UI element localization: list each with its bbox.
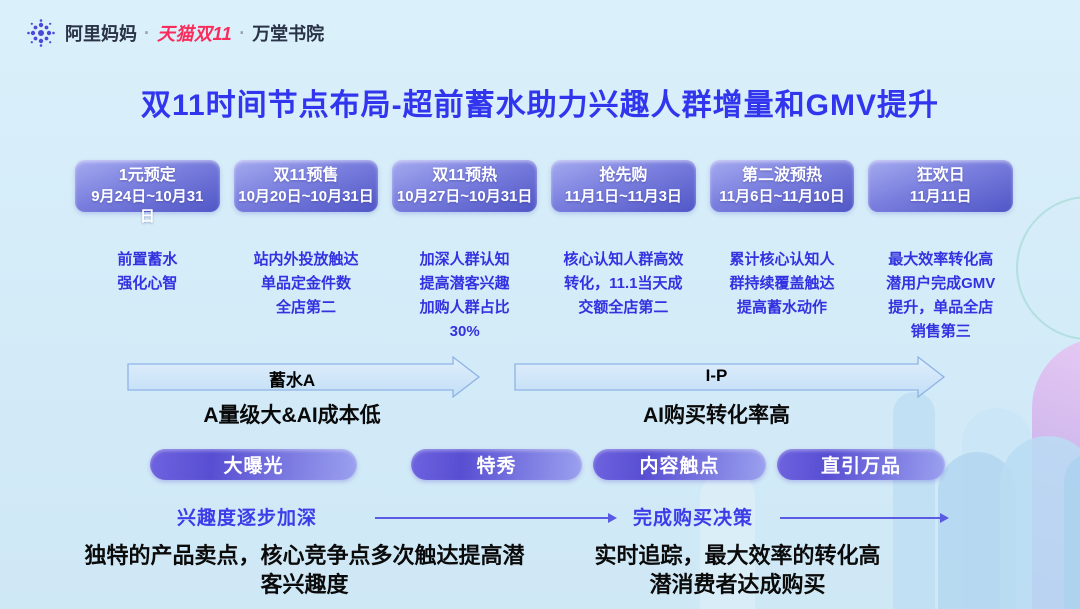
separator-dot: · [144, 22, 150, 43]
phase-box-warmup: 双11预热 10月27日~10月31日 [392, 160, 538, 212]
flow-arrow-line [375, 513, 617, 523]
decor-circle-outline [1016, 196, 1080, 340]
phase-description: 加深人群认知 提高潜客兴趣 加购人群占比 30% [419, 251, 510, 340]
decor-blue-pillar [1064, 452, 1080, 609]
phase-name: 1元预定 [118, 167, 176, 184]
stage-arrow-label: 蓄水A [268, 371, 316, 390]
pill-direct-goods: 直引万品 [777, 449, 945, 480]
footnote-left: 独特的产品卖点，核心竞争点多次触达提高潜 客兴趣度 [84, 543, 525, 598]
alimama-burst-icon [27, 19, 55, 47]
phase-dates: 11月11日 [909, 187, 972, 205]
stage-arrow-ip: I-P [514, 356, 946, 398]
phase-description: 最大效率转化高 潜用户完成GMV 提升，单品全店 销售第三 [886, 251, 996, 340]
academy-name: 万堂书院 [252, 24, 325, 44]
phase-box-carnival-day: 狂欢日 11月11日 [868, 160, 1014, 212]
separator-dot: · [239, 22, 246, 43]
phase-dates: 11月6日~11月10日 [719, 187, 845, 205]
footnote-right: 实时追踪，最大效率的转化高 潜消费者达成购买 [594, 543, 881, 598]
stage-arrow-sublabel: A量级大&AI成本低 [203, 404, 381, 427]
phase-row: 1元预定 9月24日~10月31 日 双11预售 10月20日~10月31日 双… [75, 160, 1014, 225]
stage-arrow-sublabel: AI购买转化率高 [643, 404, 790, 427]
phase-description: 核心认知人群高效 转化，11.1当天成 交额全店第二 [563, 251, 684, 316]
brand-name: 阿里妈妈 [65, 24, 137, 44]
decor-blue-pillar [962, 408, 1032, 609]
phase-dates: 11月1日~11月3日 [564, 187, 682, 205]
phase-name: 抢先购 [599, 167, 648, 184]
block-arrow-shape [127, 356, 481, 398]
phase-box-early-buy: 抢先购 11月1日~11月3日 [551, 160, 696, 212]
phase-box-presale: 双11预售 10月20日~10月31日 [233, 160, 379, 212]
phase-box-second-warmup: 第二波预热 11月6日~11月10日 [709, 160, 855, 212]
phase-description: 站内外投放触达 单品定金件数 全店第二 [253, 251, 359, 316]
phase-description: 前置蓄水 强化心智 [117, 251, 178, 292]
phase-dates: 10月27日~10月31日 [396, 187, 533, 205]
flow-arrow-line [780, 513, 949, 523]
phase-description-row: 前置蓄水 强化心智 站内外投放触达 单品定金件数 全店第二 加深人群认知 提高潜… [75, 248, 1013, 344]
phase-dates: 9月24日~10月31 日 [91, 187, 204, 225]
phase-name: 双11预热 [432, 167, 498, 184]
phase-box-1yuan-preorder: 1元预定 9月24日~10月31 日 [75, 160, 220, 225]
decor-blue-pillar [1000, 436, 1080, 609]
phase-name: 狂欢日 [916, 167, 965, 184]
phase-name: 第二波预热 [742, 167, 823, 184]
flow-label-purchase-decision: 完成购买决策 [633, 508, 754, 529]
decor-blue-pillar [938, 452, 1016, 609]
flow-label-interest-deepen: 兴趣度逐步加深 [177, 508, 318, 529]
campaign-name: 天猫双11 [157, 24, 233, 44]
block-arrow-shape [514, 356, 946, 398]
decor-pink-pillar [1032, 338, 1080, 609]
phase-name: 双11预售 [273, 167, 339, 184]
phase-dates: 10月20日~10月31日 [238, 187, 374, 205]
header: 阿里妈妈 · 天猫双11 · 万堂书院 [26, 18, 324, 48]
pill-texiu: 特秀 [411, 449, 582, 480]
pill-content-touch: 内容触点 [593, 449, 766, 480]
slide-title: 双11时间节点布局-超前蓄水助力兴趣人群增量和GMV提升 [140, 89, 940, 122]
pill-big-exposure: 大曝光 [150, 449, 357, 480]
stage-arrow-accumulation: 蓄水A [127, 356, 481, 398]
stage-arrow-label: I-P [705, 366, 728, 385]
phase-description: 累计核心认知人 群持续覆盖触达 提高蓄水动作 [729, 251, 835, 316]
